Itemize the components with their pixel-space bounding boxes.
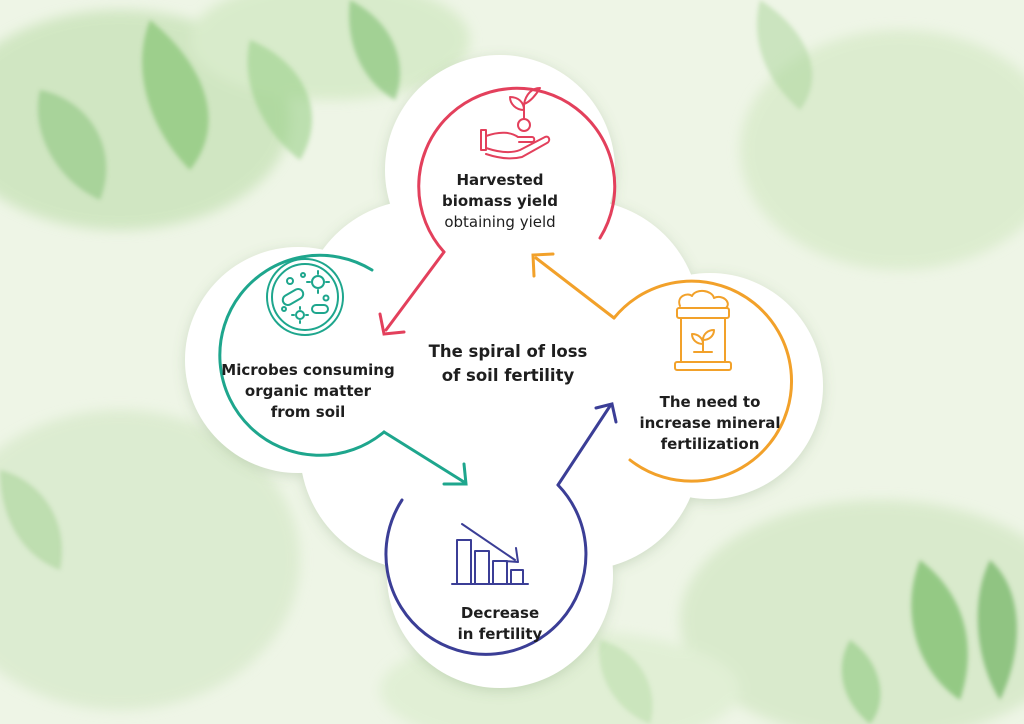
petri-dish-microbes-icon — [266, 258, 344, 336]
harvest-label-line-2: biomass yield — [442, 192, 558, 210]
declining-bars-icon — [451, 523, 529, 585]
microbes-label-line-2: organic matter — [244, 382, 372, 400]
harvest-node-label: Harvested biomass yield obtaining yield — [420, 170, 580, 233]
fertility-node-ring — [384, 402, 618, 656]
fertilization-label-line-2: increase mineral — [639, 414, 781, 432]
fertilizer-bag-icon — [674, 290, 732, 371]
hand-plant-icon — [480, 87, 551, 160]
fertility-node-label: Decrease in fertility — [420, 603, 580, 645]
arrow-fertilization-to-harvest — [534, 256, 616, 320]
fertility-label-line-1: Decrease — [460, 604, 540, 622]
fertilization-label-line-3: fertilization — [660, 435, 760, 453]
harvest-label-subtitle: obtaining yield — [444, 213, 556, 231]
title-line-1: The spiral of loss — [428, 342, 588, 361]
arrow-fertility-to-fertilization — [556, 404, 612, 487]
diagram-title: The spiral of loss of soil fertility — [408, 340, 608, 388]
arrow-harvest-to-microbes — [384, 250, 446, 332]
harvest-label-line-1: Harvested — [456, 171, 544, 189]
fertilization-label-line-1: The need to — [659, 393, 761, 411]
microbes-label-line-1: Microbes consuming — [221, 361, 395, 379]
microbes-node-ring — [218, 253, 468, 486]
title-line-2: of soil fertility — [441, 366, 575, 385]
fertility-label-line-2: in fertility — [457, 625, 543, 643]
microbes-node-label: Microbes consuming organic matter from s… — [203, 360, 413, 423]
arrow-microbes-to-fertility — [382, 430, 466, 484]
fertilization-node-label: The need to increase mineral fertilizati… — [620, 392, 800, 455]
fertilization-node-ring — [531, 252, 794, 483]
harvest-node-ring — [378, 86, 617, 336]
microbes-label-line-3: from soil — [270, 403, 346, 421]
